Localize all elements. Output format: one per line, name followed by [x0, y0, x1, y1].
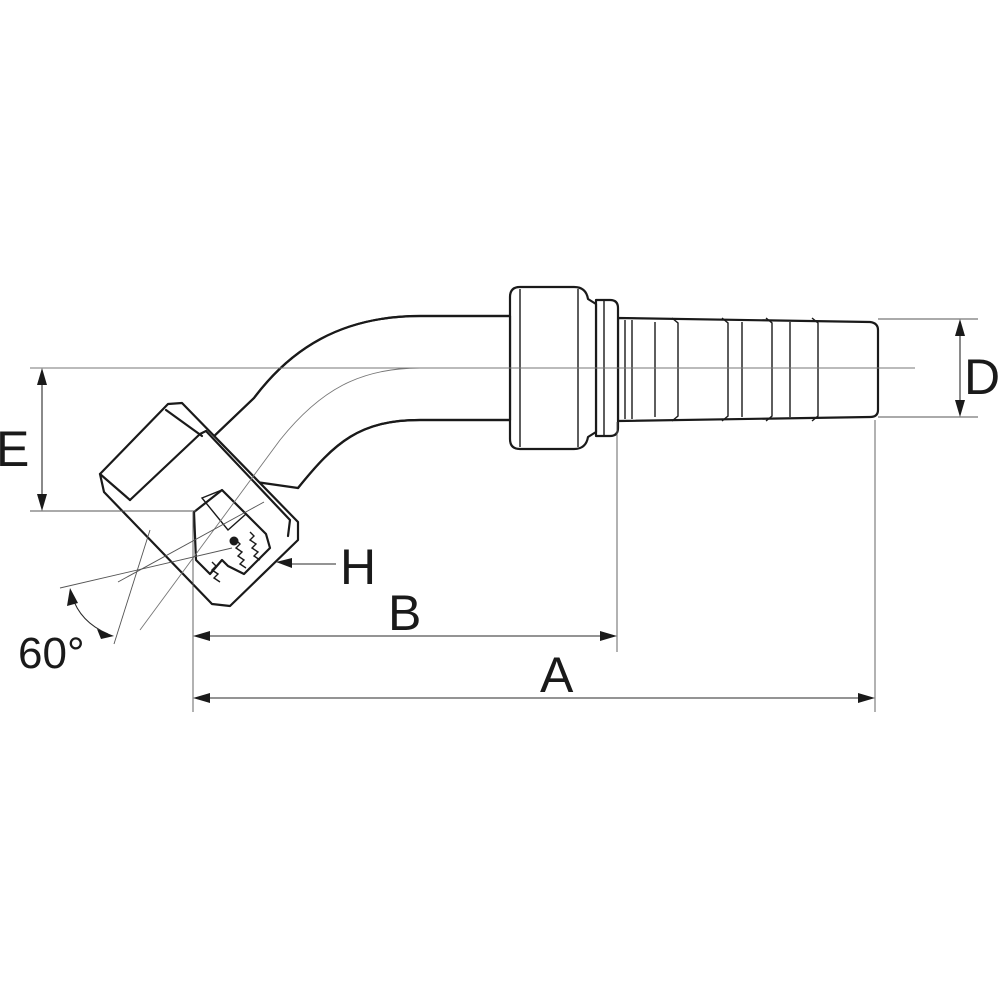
nut-section	[192, 488, 272, 583]
hose-tail	[616, 316, 880, 423]
dimension-d: D	[878, 318, 1000, 418]
dimension-e-label: E	[0, 421, 29, 477]
dimension-h-label: H	[340, 539, 376, 595]
angle-label: 60°	[18, 629, 85, 678]
dimension-b-label: B	[388, 585, 421, 641]
dimension-a-label: A	[540, 647, 574, 703]
dimension-b: B	[193, 422, 618, 652]
construction-lines	[30, 367, 915, 645]
bent-tube	[208, 314, 512, 490]
dimension-e: E	[0, 368, 196, 512]
dimension-d-label: D	[964, 349, 1000, 405]
dimension-a: A	[192, 420, 876, 712]
dimension-h: H	[276, 539, 376, 595]
angle-dimension: 60°	[18, 588, 114, 678]
